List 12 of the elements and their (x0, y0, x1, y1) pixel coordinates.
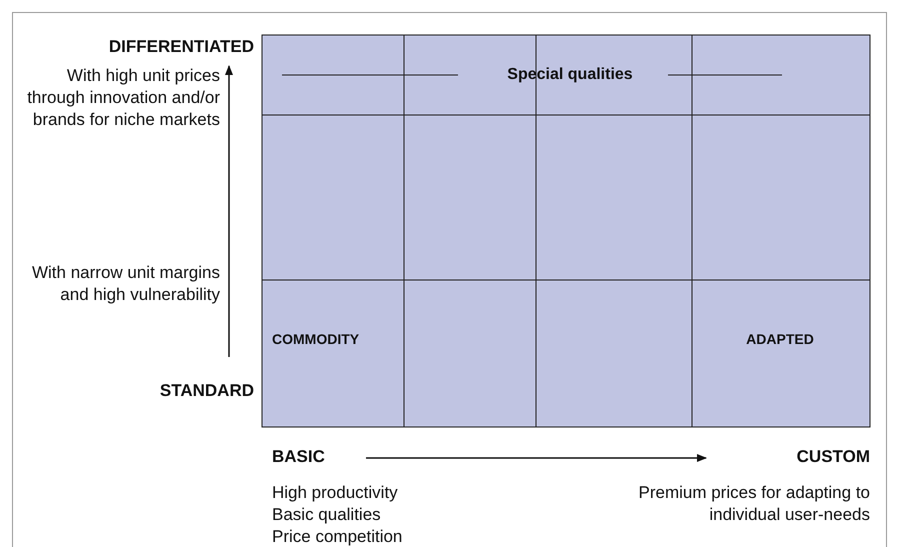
cell-label: ADAPTED (745, 330, 815, 349)
axis-note: Price competition (272, 526, 404, 547)
axis-label: DIFFERENTIATED (108, 36, 254, 58)
axis-note: Basic qualities (272, 504, 382, 526)
axis-note: Premium prices for adapting to individual user-needs (638, 482, 870, 526)
axis-note: With narrow unit margins and high vulnerability (30, 262, 220, 306)
axis-note: High productivity (272, 482, 399, 504)
axis-note: With high unit prices through innovation and/or brands for niche markets (26, 65, 220, 131)
axis-label: STANDARD (158, 380, 254, 402)
axis-label: CUSTOM (796, 446, 870, 468)
cell-label: COMMODITY (272, 330, 360, 349)
axis-label: BASIC (272, 446, 326, 468)
